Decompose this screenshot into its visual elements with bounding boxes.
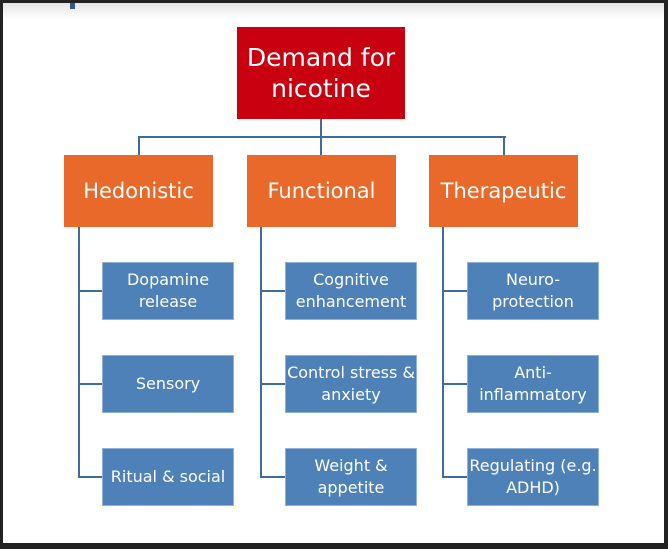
connector (503, 136, 505, 155)
leaf-node: Cognitive enhancement (285, 262, 417, 320)
leaf-node: Regulating (e.g. ADHD) (467, 448, 599, 506)
connector (78, 290, 102, 292)
connector (442, 290, 467, 292)
connector (78, 383, 102, 385)
connector (320, 136, 322, 155)
bullet-marker (70, 3, 75, 9)
leaf-node: Sensory (102, 355, 234, 413)
leaf-node: Ritual & social (102, 448, 234, 506)
connector (138, 136, 506, 138)
connector (138, 136, 140, 155)
category-hedonistic: Hedonistic (64, 155, 213, 227)
leaf-node: Neuro-protection (467, 262, 599, 320)
leaf-node: Dopamine release (102, 262, 234, 320)
root-node: Demand for nicotine (237, 27, 405, 119)
connector (260, 290, 285, 292)
connector (78, 476, 102, 478)
connector (442, 227, 444, 478)
connector (320, 119, 322, 138)
connector (442, 476, 467, 478)
category-functional: Functional (247, 155, 396, 227)
category-therapeutic: Therapeutic (429, 155, 578, 227)
leaf-node: Weight & appetite (285, 448, 417, 506)
connector (260, 383, 285, 385)
connector (260, 476, 285, 478)
leaf-node: Anti-inflammatory (467, 355, 599, 413)
connector (78, 227, 80, 478)
leaf-node: Control stress & anxiety (285, 355, 417, 413)
connector (442, 383, 467, 385)
connector (260, 227, 262, 478)
